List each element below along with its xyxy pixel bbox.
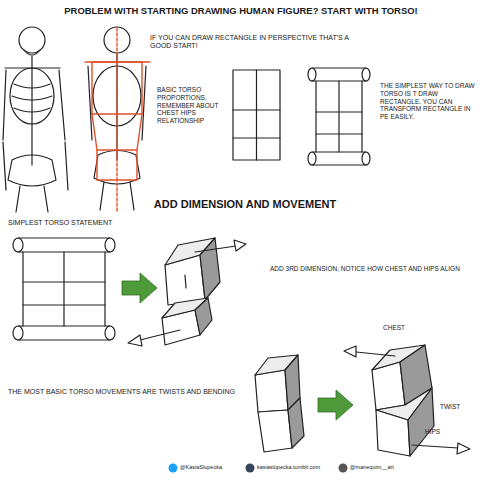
note-text: BASIC TORSO PROPORTIONS. REMEMBER ABOUT … (157, 86, 229, 125)
twisted-boxes (344, 345, 470, 456)
skeleton-figure (3, 27, 68, 212)
subtitle-note: IF YOU CAN DRAW RECTANGLE IN PERSPECTIVE… (150, 34, 350, 51)
part-label: TWIST (440, 403, 478, 411)
green-arrow (318, 390, 353, 420)
section-heading: ADD DIMENSION AND MOVEMENT (110, 198, 380, 211)
rectangle-grid (233, 70, 280, 160)
social-handle: @KasiaSlupecka (180, 464, 250, 471)
note-text: ADD 3RD DIMENSION, NOTICE HOW CHEST AND … (270, 265, 475, 273)
twitter-icon (169, 464, 178, 473)
part-label: HIPS (425, 428, 465, 436)
instagram-icon (339, 464, 348, 473)
proportion-figure (85, 27, 150, 212)
page-title: PROBLEM WITH STARTING DRAWING HUMAN FIGU… (0, 5, 482, 16)
part-label: CHEST (383, 324, 423, 332)
social-handle: kasiaslupecka.tumblr.com (257, 464, 341, 471)
note-text: THE SIMPLEST WAY TO DRAW TORSO IS T DRAW… (380, 82, 478, 121)
bent-boxes (255, 355, 304, 452)
note-text: SIMPLEST TORSO STATEMENT (8, 219, 138, 227)
torso-statement (13, 238, 115, 340)
note-text: THE MOST BASIC TORSO MOVEMENTS ARE TWIST… (8, 388, 238, 396)
green-arrow (122, 273, 157, 303)
cylinder-rectangle (308, 68, 370, 165)
social-handle: @manequim__art (350, 464, 430, 471)
tumblr-icon (246, 464, 255, 473)
